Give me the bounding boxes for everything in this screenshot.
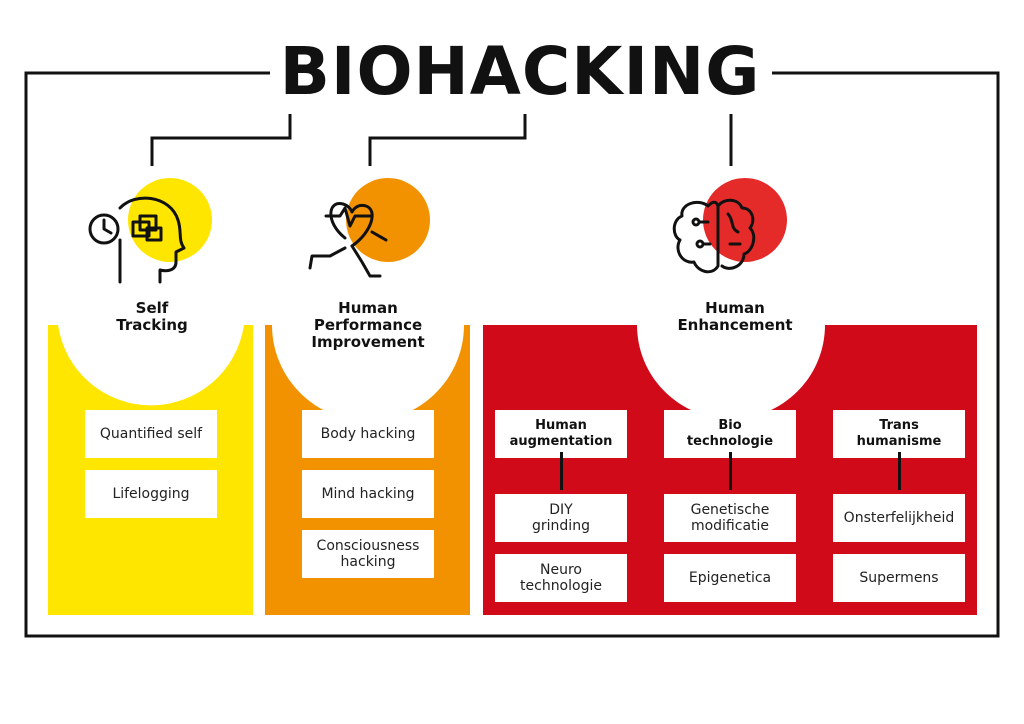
label-line: Improvement <box>311 333 425 351</box>
connector-self-tracking <box>150 108 292 166</box>
heading-line: technologie <box>686 434 774 449</box>
heading-line: Trans <box>879 418 919 433</box>
label-line: Performance <box>313 316 423 334</box>
item-quantified-self: Quantified self <box>85 410 217 458</box>
item-epigenetica: Epigenetica <box>664 554 796 602</box>
runner-heart-icon <box>308 202 388 278</box>
item-line: Onsterfelijkheid <box>843 510 955 526</box>
connector-human-performance <box>368 108 527 166</box>
group-connector <box>560 452 563 490</box>
item-line: Supermens <box>859 570 939 586</box>
heading-line: Bio <box>718 418 742 433</box>
label-line: Tracking <box>116 316 188 334</box>
item-neuro-technologie: Neuro technologie <box>495 554 627 602</box>
brain-circuit-icon <box>672 198 756 274</box>
heading-line: Human <box>535 418 587 433</box>
group-heading-trans-humanisme: Trans humanisme <box>833 410 965 458</box>
head-clock-icon <box>88 196 186 284</box>
label-line: Enhancement <box>677 316 793 334</box>
heading-line: humanisme <box>856 434 942 449</box>
item-lifelogging: Lifelogging <box>85 470 217 518</box>
page-title: BIOHACKING <box>270 30 770 114</box>
item-line: DIY <box>549 502 573 518</box>
group-connector <box>729 452 732 490</box>
item-mind-hacking: Mind hacking <box>302 470 434 518</box>
item-line: Neuro <box>540 562 582 578</box>
item-consciousness-hacking: Consciousness hacking <box>302 530 434 578</box>
circle-red <box>703 178 787 262</box>
outer-frame-line <box>24 71 1000 638</box>
label-line: Self <box>135 299 169 317</box>
item-genetische-modificatie: Genetische modificatie <box>664 494 796 542</box>
item-diy-grinding: DIY grinding <box>495 494 627 542</box>
category-label-human-enhancement: Human Enhancement <box>665 300 805 334</box>
group-connector <box>898 452 901 490</box>
category-label-self-tracking: Self Tracking <box>90 300 214 334</box>
label-line: Human <box>338 299 398 317</box>
item-supermens: Supermens <box>833 554 965 602</box>
item-line: technologie <box>520 578 602 594</box>
group-heading-human-augmentation: Human augmentation <box>495 410 627 458</box>
label-line: Human <box>705 299 765 317</box>
circle-orange <box>346 178 430 262</box>
item-line: grinding <box>532 518 590 534</box>
item-line: Genetische <box>690 502 770 518</box>
item-line: Epigenetica <box>688 570 772 586</box>
group-heading-bio-technologie: Bio technologie <box>664 410 796 458</box>
item-line: modificatie <box>690 518 770 534</box>
category-label-human-performance: Human Performance Improvement <box>298 300 438 351</box>
item-body-hacking: Body hacking <box>302 410 434 458</box>
item-onsterfelijkheid: Onsterfelijkheid <box>833 494 965 542</box>
heading-line: augmentation <box>509 434 613 449</box>
